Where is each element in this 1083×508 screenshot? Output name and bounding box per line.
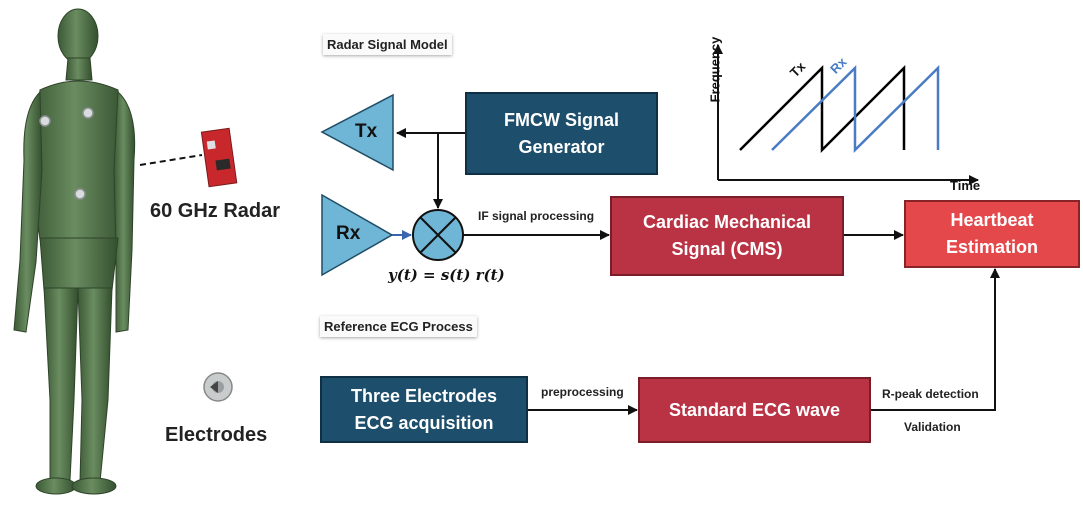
human-body-figure	[13, 8, 136, 495]
electrode-icon	[203, 372, 233, 402]
standard-ecg-block: Standard ECG wave	[638, 377, 871, 443]
cms-block: Cardiac Mechanical Signal (CMS)	[610, 196, 844, 276]
rx-antenna-label: Rx	[336, 223, 361, 244]
rx-antenna-icon	[321, 193, 394, 277]
tx-antenna-label: Tx	[355, 121, 378, 142]
fmcw-generator-block: FMCW Signal Generator	[465, 92, 658, 175]
connectors	[392, 128, 1000, 415]
body-electrode-sensors	[39, 107, 94, 200]
radar-label: 60 GHz Radar	[150, 200, 281, 222]
edge-label-preprocessing: preprocessing	[541, 385, 624, 399]
radar-link-dashed	[139, 154, 203, 166]
electrodes-label: Electrodes	[165, 424, 268, 446]
section-title-radar: Radar Signal Model	[323, 34, 452, 55]
electrodes-acquisition-block: Three Electrodes ECG acquisition	[320, 376, 528, 443]
tx-antenna-icon	[320, 93, 394, 172]
heartbeat-estimation-block: Heartbeat Estimation	[904, 200, 1080, 268]
edge-label-rpeak: R-peak detection	[882, 387, 979, 401]
radar-device-icon	[200, 127, 238, 188]
chirp-y-axis-label: Frequency	[707, 36, 723, 103]
mixer-equation: y(t) = s(t) r(t)	[388, 266, 505, 284]
section-title-ecg: Reference ECG Process	[320, 316, 477, 337]
chirp-plot	[713, 44, 979, 185]
edge-label-if-processing: IF signal processing	[478, 209, 595, 223]
mixer-icon	[412, 209, 464, 261]
chirp-x-axis-label: Time	[950, 178, 981, 193]
edge-label-validation: Validation	[904, 420, 961, 434]
